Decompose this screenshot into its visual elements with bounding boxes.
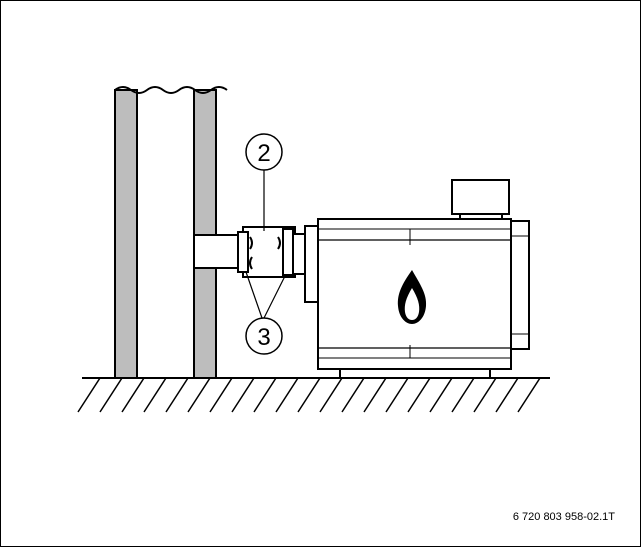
boiler-top-box bbox=[451, 179, 510, 215]
sealing-ring-right bbox=[282, 228, 294, 276]
connection-piece bbox=[237, 225, 319, 303]
callout-2-label: 2 bbox=[257, 140, 270, 167]
floor bbox=[77, 377, 550, 413]
chimney bbox=[114, 86, 228, 379]
chimney-left-wall bbox=[114, 89, 138, 379]
boiler-front-door bbox=[510, 220, 530, 350]
flame-icon bbox=[397, 270, 427, 324]
callout-3: 3 bbox=[245, 271, 286, 355]
callout-2: 2 bbox=[245, 133, 283, 231]
callout-3-label: 3 bbox=[257, 324, 270, 351]
chimney-right-wall-upper bbox=[193, 89, 217, 236]
sealing-ring-left bbox=[237, 231, 249, 273]
chimney-break-line bbox=[114, 86, 228, 94]
chimney-right-wall-lower bbox=[193, 267, 217, 379]
boiler bbox=[317, 179, 530, 379]
figure-id: 6 720 803 958-02.1T bbox=[512, 511, 615, 523]
flue-pipe bbox=[194, 234, 244, 269]
